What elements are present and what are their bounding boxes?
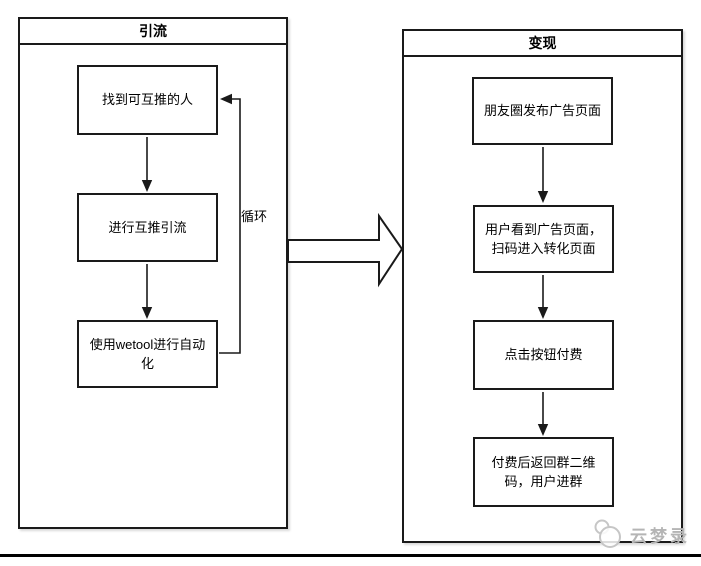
- panel-monetization: 变现 朋友圈发布广告页面 用户看到广告页面，扫码进入转化页面 点击按钮付费 付费…: [402, 29, 683, 543]
- node-click-pay-button: 点击按钮付费: [473, 320, 614, 390]
- node-user-scans-to-landing: 用户看到广告页面，扫码进入转化页面: [473, 205, 614, 273]
- panel-traffic-title: 引流: [20, 19, 286, 45]
- node-post-moments-ad: 朋友圈发布广告页面: [472, 77, 613, 145]
- watermark-text: 云梦录: [630, 526, 690, 546]
- node-return-group-qr: 付费后返回群二维码，用户进群: [473, 437, 614, 507]
- panel-transition-arrow: [287, 212, 404, 288]
- panel-monetization-title: 变现: [404, 31, 681, 57]
- node-wetool-automation: 使用wetool进行自动化: [77, 320, 218, 388]
- watermark: 云梦录: [591, 518, 690, 550]
- panel-traffic-generation: 引流 找到可互推的人 进行互推引流 使用wetool进行自动化: [18, 17, 288, 529]
- bottom-divider: [0, 554, 701, 557]
- node-do-mutual-promotion: 进行互推引流: [77, 193, 218, 262]
- cloud-logo-icon: [594, 519, 621, 548]
- node-find-mutual-partners: 找到可互推的人: [77, 65, 218, 135]
- loop-label: 循环: [241, 209, 268, 224]
